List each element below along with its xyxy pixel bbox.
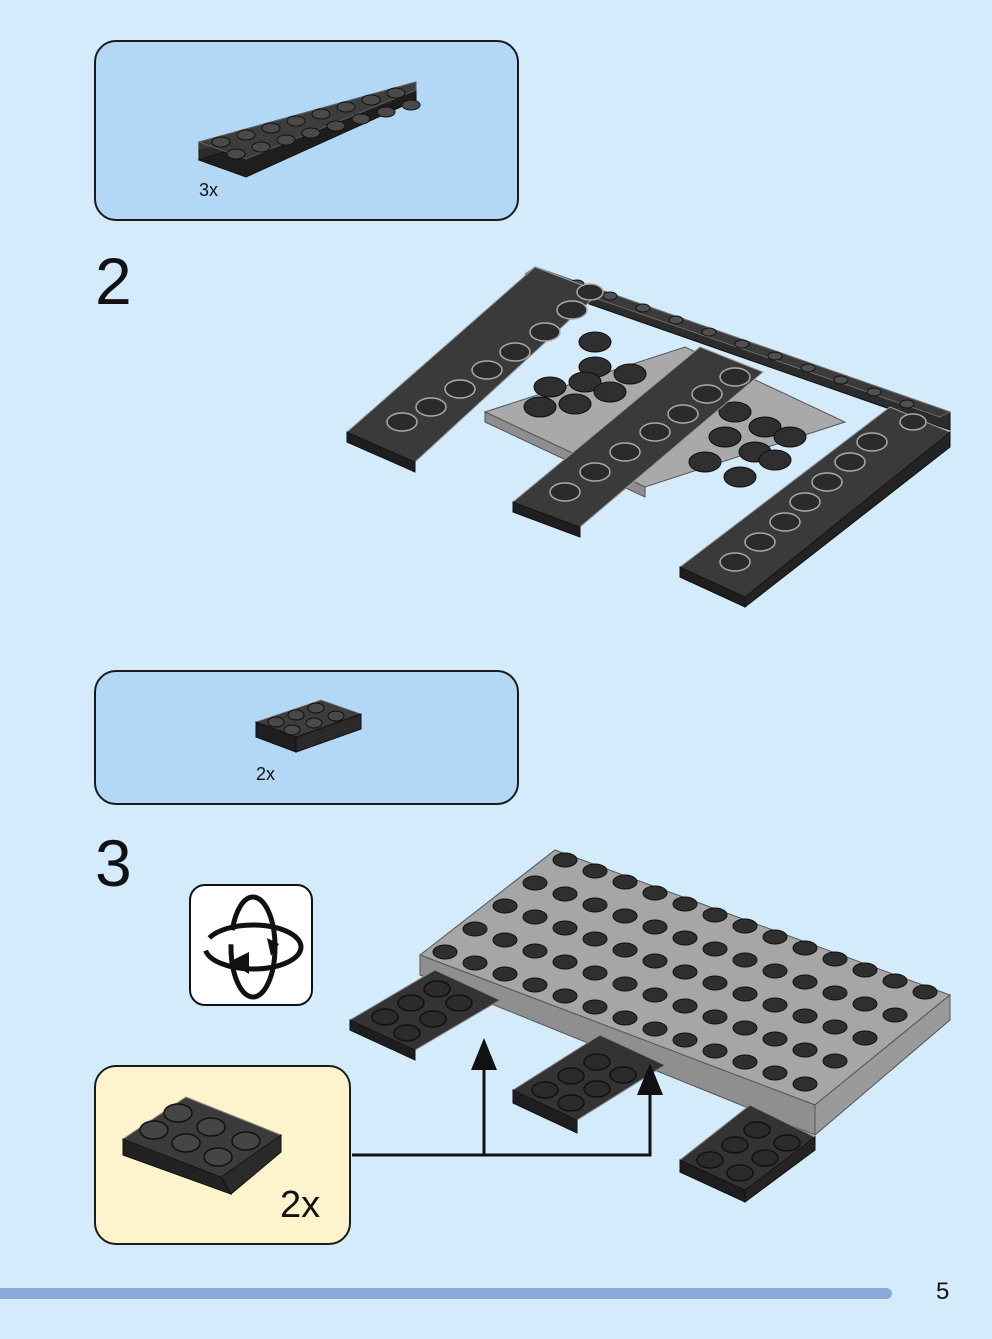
step-number: 3 [95,826,132,900]
plate-2x3-part-icon [121,1096,283,1195]
part-quantity: 3x [199,180,219,200]
rotate-model-icon [202,894,304,1000]
step-2-parts-callout: 3x [94,40,519,221]
arrow-up-icon [471,1038,497,1070]
step-number: 2 [95,244,132,318]
placement-arrows [352,1038,663,1157]
part-quantity: 2x [256,764,276,784]
page-progress-bar [0,1288,892,1299]
plate-2x4-part-icon [254,699,363,753]
plate-2x8-part-icon [197,81,421,178]
arrow-up-icon [637,1063,663,1095]
step-3-assembly-illustration [348,849,951,1203]
subassembly-callout: 2x [94,1065,351,1245]
subassembly-quantity: 2x [280,1184,321,1226]
step-3-parts-callout: 2x [94,670,519,805]
rotate-instruction-box [189,884,313,1006]
step-2-assembly-illustration [346,266,952,609]
page-number: 5 [936,1278,950,1305]
